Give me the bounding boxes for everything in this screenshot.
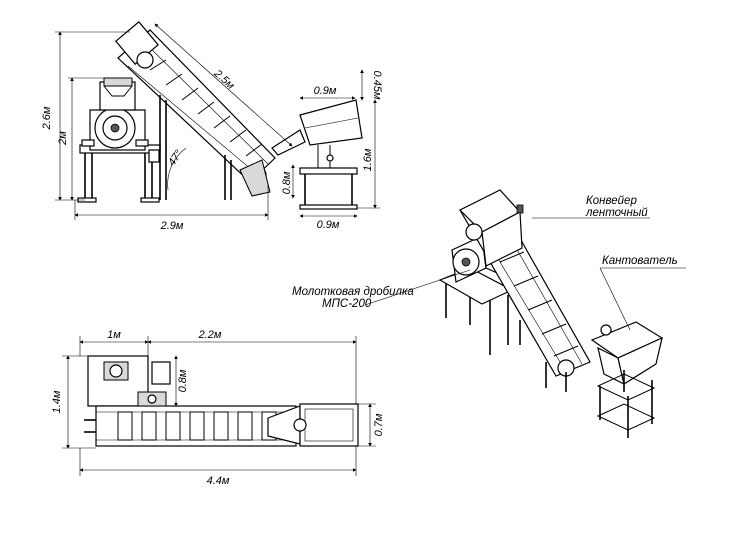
dim-total-height: 2.6м xyxy=(41,106,53,130)
dim-tipper-depth: 0.7м xyxy=(373,413,385,436)
leader-crusher xyxy=(364,269,471,306)
label-conveyor-1: Конвейер xyxy=(586,195,637,207)
dim-frame-depth: 1.4м xyxy=(51,390,63,413)
control-box xyxy=(148,149,160,163)
dim-tipper-width: 0.9м xyxy=(317,219,340,231)
dim-conveyor-len: 2.2м xyxy=(198,329,222,341)
dim-crusher-height: 2м xyxy=(57,131,69,146)
iso-tipper xyxy=(590,321,664,438)
side-dimensions xyxy=(55,23,380,220)
top-tipper xyxy=(299,403,359,447)
dim-tipper-height: 1.6м xyxy=(362,148,374,171)
label-crusher-2: МПС-200 xyxy=(322,298,372,310)
dim-hopper-width: 0.9м xyxy=(314,85,337,97)
dim-inner-depth: 0.8м xyxy=(177,369,189,392)
dim-crusher-width: 1м xyxy=(107,329,121,341)
crusher-stand xyxy=(77,144,161,203)
dim-total-width: 2.9м xyxy=(160,220,184,232)
dim-total-length: 4.4м xyxy=(207,475,230,487)
dim-lower-height: 0.8м xyxy=(281,171,293,194)
side-conveyor xyxy=(115,21,276,197)
iso-conveyor xyxy=(458,189,591,392)
top-view: 1м 2.2м 1.4м 0.8м 0.7м 4.4м xyxy=(51,329,385,487)
dim-conveyor-length: 2.5м xyxy=(211,67,237,92)
leader-tipper xyxy=(599,267,631,331)
label-conveyor-2: ленточный xyxy=(585,207,648,219)
label-tipper: Кантователь xyxy=(602,255,678,267)
iso-view: Конвейер ленточный Молотковая дробилка М… xyxy=(292,189,686,438)
label-crusher-1: Молотковая дробилка xyxy=(292,286,414,298)
top-dimensions xyxy=(62,336,376,476)
side-view: 2.6м 2м 2.5м 47° 0.8м 2.9м 0.9м 0.45м 1.… xyxy=(41,21,383,232)
dim-hopper-depth: 0.45м xyxy=(371,71,383,100)
crusher-body xyxy=(81,77,149,151)
